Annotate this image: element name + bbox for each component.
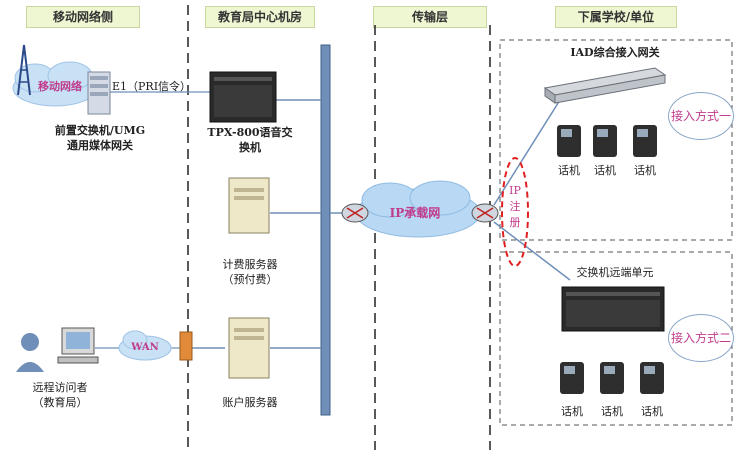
billing-server-label-line1: 计费服务器	[222, 258, 278, 271]
router-right-icon	[471, 203, 499, 223]
ip-bearer-cloud	[355, 180, 481, 238]
account-server-icon	[228, 317, 270, 379]
umg-device-icon	[87, 71, 111, 115]
ip-registration-ring	[501, 157, 529, 267]
header-subordinate-schools: 下属学校/单位	[555, 6, 677, 28]
header-mobile-network: 移动网络侧	[26, 6, 140, 28]
mobile-network-label: 移动网络	[38, 80, 82, 93]
remote-user-icon	[16, 327, 99, 372]
remote-unit-icon	[561, 286, 665, 332]
link-router2-remote	[493, 221, 571, 281]
access-mode-1-badge: 接入方式一	[668, 92, 734, 140]
phone-icon-2	[593, 125, 617, 157]
header-transport-layer: 传输层	[373, 6, 487, 28]
core-bus	[320, 44, 331, 416]
tpx-800-switch-icon	[209, 71, 277, 123]
remote-user-label-line2: （教育局）	[32, 396, 88, 409]
tpx-label-line2: 换机	[239, 141, 261, 154]
link-router2-iad	[493, 99, 561, 206]
umg-label-line2: 通用媒体网关	[67, 139, 133, 152]
router-left-icon	[341, 203, 369, 223]
ip-registration-label-3: 册	[509, 216, 521, 229]
phone-label-5: 话机	[601, 405, 623, 418]
ip-bearer-network-label: IP承载网	[389, 206, 441, 220]
ip-registration-label-2: 注	[509, 200, 521, 213]
phone-icon-4	[560, 362, 584, 394]
wan-label: WAN	[131, 342, 159, 353]
remote-user-label-line1: 远程访问者	[32, 381, 88, 394]
billing-server-icon	[228, 177, 270, 234]
phone-label-1: 话机	[558, 164, 580, 177]
iad-gateway-label: IAD综合接入网关	[570, 46, 660, 59]
ip-registration-label-1: IP	[509, 184, 521, 197]
umg-label-line1: 前置交换机/UMG	[54, 124, 146, 137]
phone-label-6: 话机	[641, 405, 663, 418]
phone-icon-5	[600, 362, 624, 394]
account-server-label: 账户服务器	[222, 396, 278, 409]
iad-gateway-icon	[543, 67, 667, 104]
phone-icon-1	[557, 125, 581, 157]
tpx-label-line1: TPX-800语音交	[207, 126, 293, 139]
phone-label-3: 话机	[634, 164, 656, 177]
e1-pri-label: E1（PRI信令）	[112, 80, 192, 93]
remote-unit-label: 交换机远端单元	[576, 266, 654, 279]
wan-cloud	[118, 330, 172, 361]
header-education-bureau: 教育局中心机房	[205, 6, 315, 28]
antenna-icon	[17, 44, 31, 96]
phone-icon-3	[633, 125, 657, 157]
firewall-icon	[179, 331, 193, 361]
billing-server-label-line2: （预付费）	[222, 273, 278, 286]
phone-label-2: 话机	[594, 164, 616, 177]
access-mode-2-badge: 接入方式二	[668, 314, 734, 362]
phone-label-4: 话机	[561, 405, 583, 418]
phone-icon-6	[640, 362, 664, 394]
